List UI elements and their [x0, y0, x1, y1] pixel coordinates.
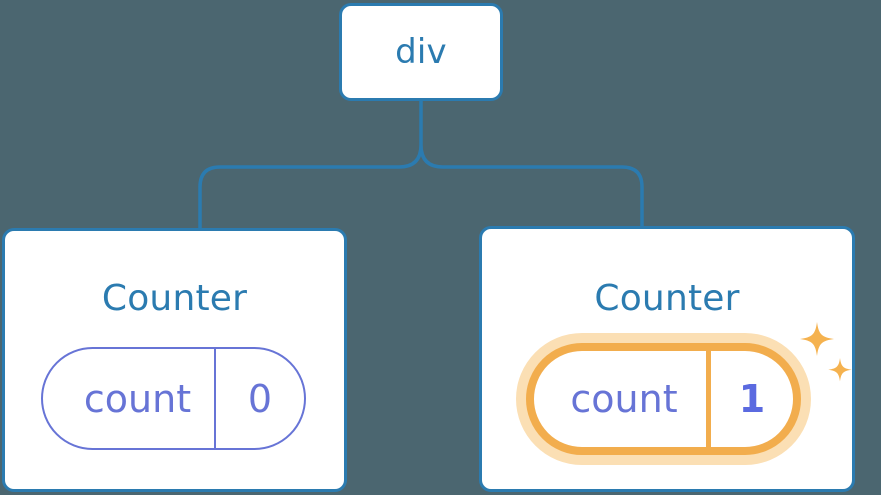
- state-pill-count-right-wrapper: count 1: [516, 333, 811, 465]
- connector-path: [198, 98, 644, 230]
- state-key-label: count: [43, 349, 216, 448]
- state-value-label: 0: [247, 376, 273, 421]
- node-div[interactable]: div: [339, 3, 503, 101]
- counter-left-title: Counter: [101, 278, 248, 319]
- state-pill-count-left[interactable]: count 0: [41, 347, 306, 450]
- node-div-label: div: [395, 32, 447, 72]
- state-pill-count-right[interactable]: count 1: [526, 343, 801, 455]
- state-key-label: count: [534, 351, 711, 447]
- counter-right-title: Counter: [594, 278, 740, 319]
- state-value-label: 1: [738, 377, 766, 421]
